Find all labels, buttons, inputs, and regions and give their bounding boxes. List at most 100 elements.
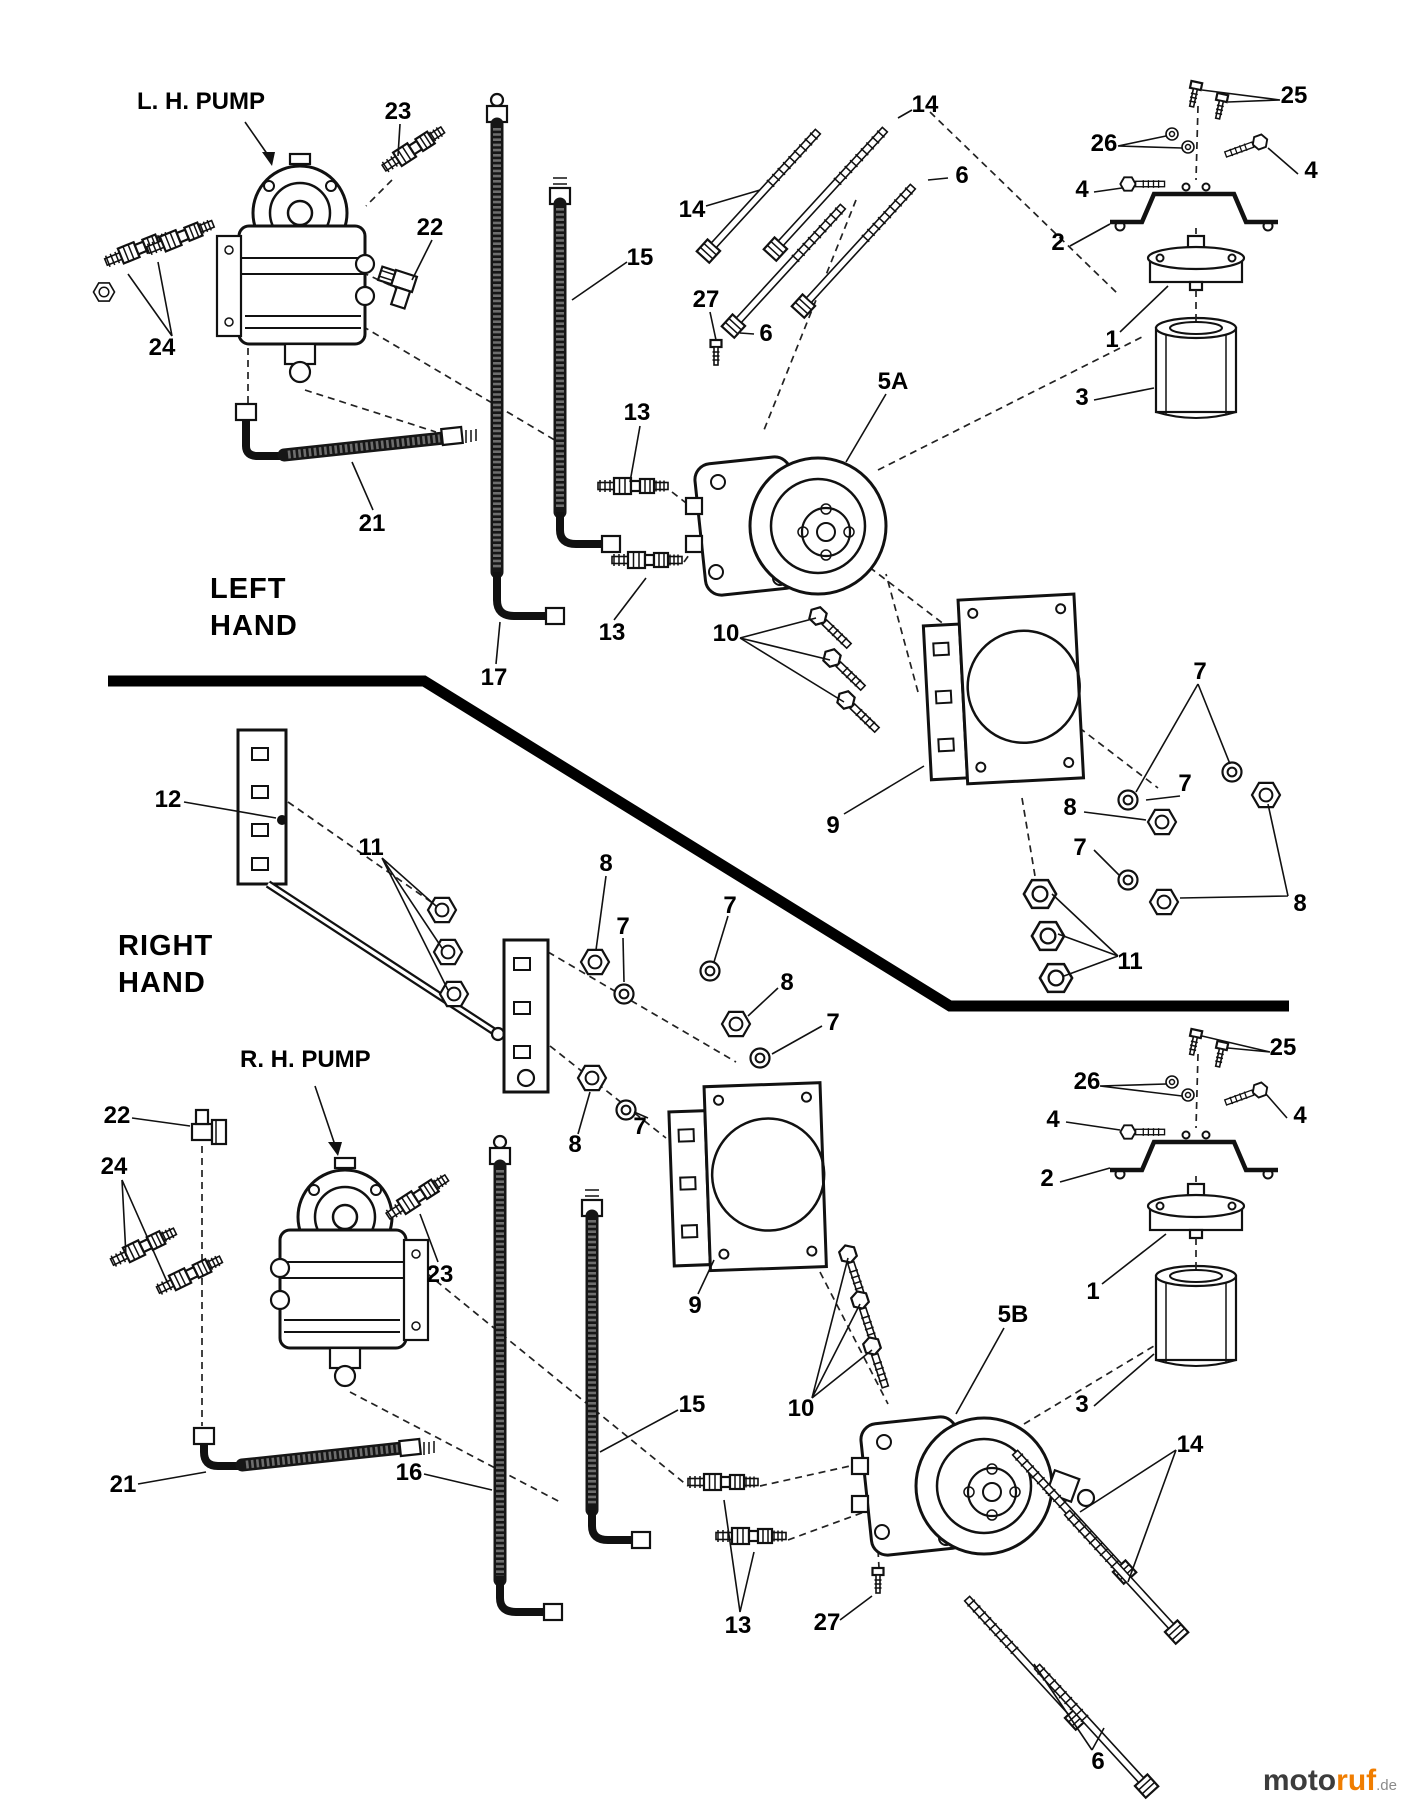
callout-3: 3	[1075, 384, 1089, 411]
callout-8: 8	[1293, 890, 1307, 917]
rh-pump-drawing	[269, 1085, 430, 1388]
bolts-10-upper	[805, 603, 884, 737]
callout-9: 9	[826, 812, 840, 839]
elbow-22-upper	[376, 265, 419, 310]
fitting-13-upper-b	[610, 550, 684, 570]
callout-6: 6	[759, 320, 773, 347]
callout-25: 25	[1280, 82, 1308, 109]
elbow-22-lower	[190, 1108, 228, 1146]
callout-4: 4	[1075, 176, 1089, 203]
callout-14: 14	[911, 91, 939, 118]
callout-7: 7	[826, 1009, 840, 1036]
callout-13: 13	[623, 399, 651, 426]
wheel-motor-5b	[850, 1413, 1096, 1559]
callout-23: 23	[384, 98, 412, 125]
watermark: motoruf.de	[1263, 1764, 1397, 1798]
callout-21: 21	[358, 510, 386, 537]
watermark-moto: moto	[1262, 1764, 1337, 1797]
callout-7: 7	[1073, 834, 1087, 861]
callout-11: 11	[1117, 948, 1143, 975]
bolts-6-lower	[959, 1591, 1160, 1799]
callout-27: 27	[813, 1609, 841, 1636]
callout-23: 23	[426, 1261, 454, 1288]
hose-15-upper	[548, 177, 622, 554]
screw-27-lower	[871, 1566, 885, 1595]
callout-1: 1	[1086, 1278, 1100, 1305]
callout-26: 26	[1090, 130, 1118, 157]
callout-24: 24	[100, 1153, 128, 1180]
callout-11: 11	[358, 834, 384, 861]
callout-16: 16	[395, 1459, 423, 1486]
lh-pump-label: L. H. PUMP	[137, 88, 266, 115]
alignment-dashes	[201, 111, 1159, 1569]
callout-14: 14	[1176, 1431, 1204, 1458]
hose-21-lower	[192, 1426, 435, 1472]
callout-13: 13	[724, 1612, 752, 1639]
left-hand-line2: HAND	[210, 610, 298, 643]
callout-2: 2	[1051, 229, 1065, 256]
callout-24: 24	[148, 334, 176, 361]
oil-filter-assembly-upper	[1110, 81, 1278, 418]
callout-8: 8	[1063, 794, 1077, 821]
fittings-24-upper	[92, 215, 217, 302]
mount-plate-middle	[502, 938, 550, 1094]
wheel-motor-5a	[684, 453, 888, 599]
hose-15-lower	[580, 1189, 652, 1550]
lh-pump-drawing	[215, 121, 376, 384]
fitting-13-upper-a	[596, 476, 670, 496]
callout-9: 9	[688, 1292, 702, 1319]
fitting-13-lower-b	[714, 1526, 788, 1546]
callout-27: 27	[692, 286, 720, 313]
hardware-cluster-upper	[1022, 761, 1282, 994]
oil-filter-assembly-lower	[1110, 1029, 1278, 1366]
fitting-23-upper	[378, 122, 449, 176]
callout-15: 15	[678, 1391, 706, 1418]
callout-3: 3	[1075, 1391, 1089, 1418]
callout-7: 7	[723, 892, 737, 919]
motor-bracket-upper	[920, 592, 1087, 788]
callout-12: 12	[154, 786, 182, 813]
callout-14: 14	[678, 196, 706, 223]
callout-8: 8	[780, 969, 794, 996]
callout-8: 8	[568, 1131, 582, 1158]
callout-6: 6	[955, 162, 969, 189]
callout-5B: 5B	[997, 1301, 1029, 1328]
callout-13: 13	[598, 619, 626, 646]
callout-21: 21	[109, 1471, 137, 1498]
hose-16	[488, 1134, 564, 1622]
left-hand-line1: LEFT	[210, 573, 287, 605]
callout-4: 4	[1304, 157, 1318, 184]
callout-25: 25	[1269, 1034, 1297, 1061]
hose-17	[485, 92, 566, 626]
fitting-23-lower	[382, 1170, 453, 1224]
callout-8: 8	[599, 850, 613, 877]
callout-15: 15	[626, 244, 654, 271]
callout-1: 1	[1105, 326, 1119, 353]
rh-pump-label: R. H. PUMP	[240, 1046, 371, 1073]
section-divider-line	[108, 675, 1289, 1012]
right-hand-line1: RIGHT	[118, 930, 214, 962]
callout-7: 7	[616, 913, 630, 940]
callout-26: 26	[1073, 1068, 1101, 1095]
callout-7: 7	[1178, 770, 1192, 797]
watermark-ruf: ruf	[1336, 1764, 1377, 1797]
hose-21-upper	[234, 402, 477, 462]
left-hand-label: LEFT HAND	[210, 571, 298, 645]
callout-2: 2	[1040, 1165, 1054, 1192]
right-hand-line2: HAND	[118, 967, 206, 1000]
callout-22: 22	[103, 1102, 131, 1129]
callout-10: 10	[787, 1395, 815, 1422]
callout-leader-lines	[121, 89, 1299, 1751]
screw-27-upper	[709, 338, 723, 367]
callout-7: 7	[633, 1113, 647, 1140]
callout-17: 17	[480, 664, 508, 691]
callout-10: 10	[712, 620, 740, 647]
idler-bracket-12	[236, 728, 506, 1042]
callout-7: 7	[1193, 658, 1207, 685]
motor-bracket-lower	[666, 1081, 829, 1274]
callout-4: 4	[1046, 1106, 1060, 1133]
right-hand-label: RIGHT HAND	[118, 928, 213, 1002]
callout-4: 4	[1293, 1102, 1307, 1129]
